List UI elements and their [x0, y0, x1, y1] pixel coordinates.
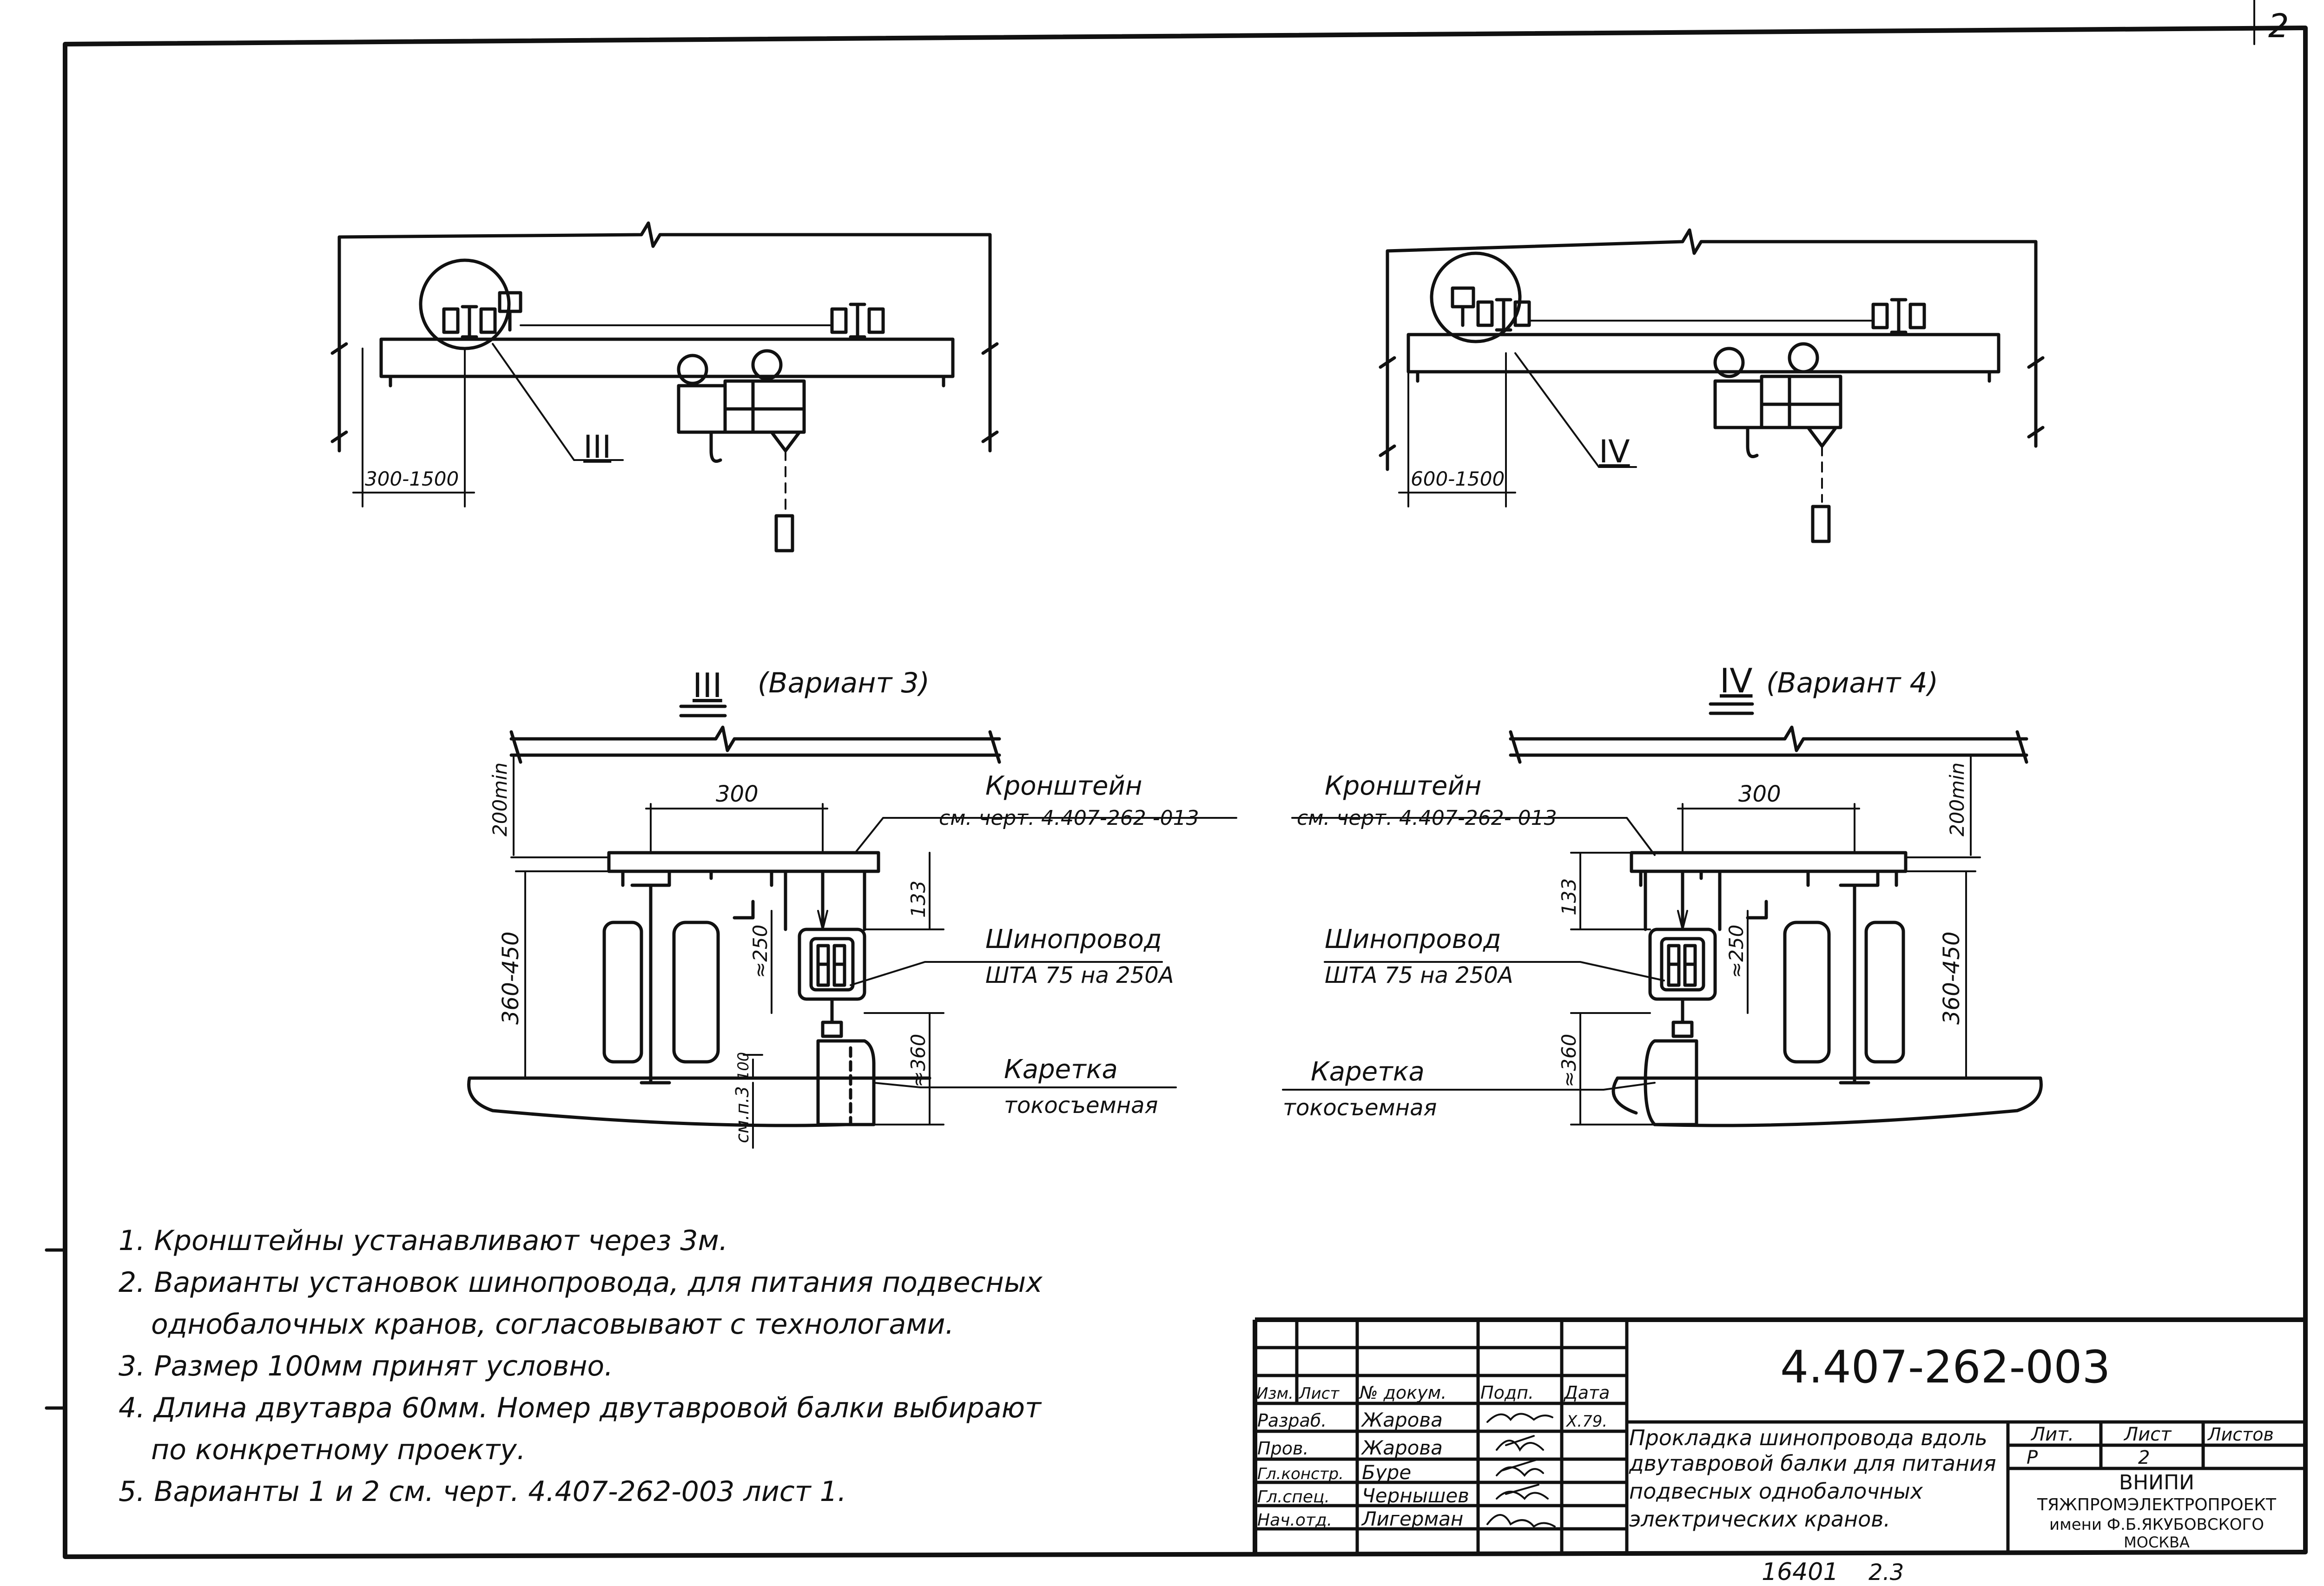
- dim-label: 200min: [1946, 763, 1968, 836]
- hoist: [1713, 342, 1842, 543]
- detail-caption: (Вариант 4): [1766, 667, 1938, 699]
- page-marker: 2: [2268, 7, 2289, 45]
- title-block: Изм. Лист № докум. Подп. Дата Разраб. Пр…: [1253, 1317, 2307, 1554]
- tb-header: Изм.: [1256, 1384, 1294, 1403]
- dim-label: 360-450: [498, 931, 524, 1025]
- note-line: 4. Длина двутавра 60мм. Номер двутаврово…: [119, 1392, 1042, 1424]
- signatures: [1486, 1413, 1556, 1528]
- drawing-title-line: электрических кранов.: [1629, 1507, 1890, 1532]
- dim-label: 600-1500: [1411, 467, 1505, 490]
- notes: 1. Кронштейны устанавливают через 3м. 2.…: [119, 1224, 1043, 1508]
- dim-label: ≈360: [907, 1034, 930, 1087]
- archive-sheet: 2.3: [1868, 1560, 1904, 1586]
- detail-left: III (Вариант 3) 300: [467, 666, 1237, 1149]
- detail-right: IV (Вариант 4) 300 200min 360-450: [1282, 661, 2043, 1127]
- note-line: однобалочных кранов, согласовывают с тех…: [151, 1308, 954, 1341]
- dim-label: 300: [1738, 781, 1781, 807]
- ibeam-symbol: [830, 303, 885, 339]
- busbar-spec: ШТА 75 на 250А: [985, 962, 1174, 988]
- drawing-title-line: Прокладка шинопровода вдоль: [1629, 1425, 1987, 1450]
- dim-label: 300-1500: [365, 467, 459, 490]
- drawing-code: 4.407-262-003: [1780, 1341, 2111, 1393]
- drawing-title-line: двутавровой балки для питания: [1629, 1451, 1996, 1476]
- tb-sheet-header: Лист: [2123, 1424, 2172, 1445]
- tb-header: № докум.: [1359, 1382, 1446, 1403]
- tb-name: Чернышев: [1362, 1484, 1469, 1507]
- busbar-label: Шинопровод: [985, 924, 1162, 954]
- carriage-label: Каретка: [1004, 1054, 1118, 1085]
- note-line: по конкретному проекту.: [151, 1434, 526, 1466]
- tb-role: Разраб.: [1257, 1410, 1327, 1431]
- hoist: [677, 349, 806, 553]
- org-line: МОСКВА: [2124, 1533, 2190, 1551]
- tb-header: Дата: [1563, 1382, 1610, 1403]
- note-line: 2. Варианты установок шинопровода, для п…: [119, 1266, 1043, 1299]
- org-line: ВНИПИ: [2119, 1471, 2194, 1494]
- tb-name: Жарова: [1360, 1436, 1443, 1459]
- busbar-spec: ШТА 75 на 250А: [1325, 962, 1513, 988]
- carriage-sub: токосъемная: [1004, 1092, 1158, 1119]
- overview-right: 600-1500 IV: [1379, 228, 2045, 543]
- callout-label: IV: [1599, 434, 1630, 470]
- dim-label: 200min: [489, 763, 511, 836]
- tb-header: Лист: [1298, 1384, 1340, 1403]
- bracket-label: Кронштейн: [985, 771, 1142, 801]
- ibeam-symbol: [1871, 298, 1926, 334]
- note-line: 1. Кронштейны устанавливают через 3м.: [119, 1224, 728, 1257]
- archive-number: 16401: [1762, 1558, 1838, 1586]
- dim-label: 133: [1558, 878, 1580, 915]
- callout-label: III: [583, 429, 611, 466]
- carriage-label: Каретка: [1311, 1057, 1425, 1087]
- dim-label: ≈250: [1725, 925, 1748, 978]
- tb-role: Нач.отд.: [1257, 1511, 1332, 1530]
- tb-lit-header: Лит.: [2030, 1424, 2074, 1445]
- tb-role: Гл.спец.: [1257, 1487, 1330, 1507]
- carriage-sub: токосъемная: [1283, 1095, 1437, 1121]
- dim-label: ≈250: [749, 925, 772, 978]
- tb-name: Буре: [1362, 1461, 1411, 1484]
- overview-left: 300-1500 III: [330, 221, 999, 553]
- detail-circle: [1430, 251, 1522, 343]
- bracket-ref: см. черт. 4.407-262 -013: [939, 806, 1199, 830]
- tb-lit-value: Р: [2027, 1447, 2038, 1468]
- detail-caption: (Вариант 3): [758, 667, 930, 699]
- org-line: ТЯЖПРОМЭЛЕКТРОПРОЕКТ: [2037, 1495, 2277, 1514]
- tb-role: Пров.: [1257, 1438, 1308, 1459]
- bracket-ref: см. черт. 4.407-262- 013: [1297, 806, 1557, 830]
- ibeam-symbol: [442, 291, 522, 339]
- tb-date: X.79.: [1565, 1412, 1607, 1431]
- detail-callout: III: [693, 666, 722, 705]
- tb-header: Подп.: [1480, 1382, 1534, 1403]
- tb-sheet-value: 2: [2138, 1447, 2150, 1468]
- dim-label: см.п.3: [732, 1086, 753, 1143]
- dim-label: 360-450: [1939, 931, 1965, 1025]
- dim-label: ≈360: [1558, 1034, 1580, 1087]
- tb-name: Жарова: [1360, 1408, 1443, 1431]
- busbar-housing: [798, 928, 866, 1001]
- org-line: имени Ф.Б.ЯКУБОВСКОГО: [2049, 1515, 2264, 1534]
- bracket-label: Кронштейн: [1325, 771, 1482, 801]
- busbar-label: Шинопровод: [1325, 924, 1501, 954]
- note-line: 5. Варианты 1 и 2 см. черт. 4.407-262-00…: [119, 1475, 846, 1508]
- tb-name: Лигерман: [1361, 1507, 1463, 1530]
- busbar-housing: [1648, 928, 1717, 1001]
- drawing-title-line: подвесных однобалочных: [1629, 1479, 1923, 1504]
- note-line: 3. Размер 100мм принят условно.: [119, 1350, 613, 1382]
- detail-callout: IV: [1720, 661, 1753, 700]
- sheet-frame: 2: [45, 0, 2308, 1559]
- dim-label: 100: [734, 1052, 752, 1080]
- dim-label: 133: [907, 881, 930, 918]
- dim-label: 300: [716, 781, 759, 807]
- tb-role: Гл.констр.: [1257, 1465, 1344, 1483]
- tb-sheets-header: Листов: [2207, 1424, 2274, 1445]
